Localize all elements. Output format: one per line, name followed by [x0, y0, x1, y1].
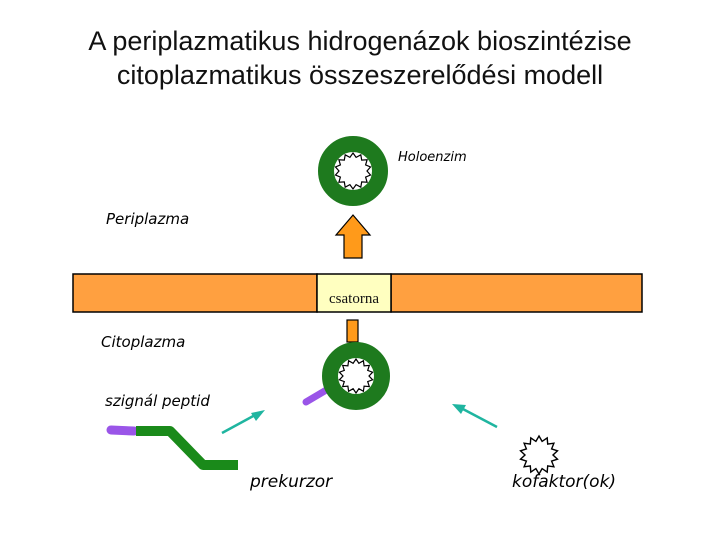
precursor-label: prekurzor [250, 472, 333, 492]
membrane-right [390, 273, 643, 313]
cytoplasm-cofactor-star [338, 357, 374, 395]
holoenzyme-cofactor-star [334, 151, 372, 191]
cofactor-arrow [452, 404, 498, 429]
channel-stub [346, 319, 359, 343]
holoenzyme-label: Holoenzim [398, 150, 467, 165]
free-cofactor-star [519, 434, 559, 476]
title-line-2: citoplazmatikus összeszerelődési modell [116, 60, 604, 90]
cofactor-label: kofaktor(ok) [512, 472, 617, 492]
signal-peptide-label: szignál peptid [105, 392, 210, 410]
cytoplasm-ring [322, 342, 390, 410]
precursor-arrow [221, 410, 265, 435]
precursor-signal-peptide [106, 425, 139, 436]
periplasm-label: Periplazma [106, 210, 190, 228]
membrane-left [72, 273, 318, 313]
ring-signal-peptide [302, 385, 332, 406]
export-arrow [334, 214, 372, 259]
precursor-chain [136, 426, 238, 470]
holoenzyme-ring [318, 136, 388, 206]
diagram-title: A periplazmatikus hidrogenázok bioszinté… [0, 24, 720, 92]
channel-label: csatorna [329, 291, 379, 307]
title-line-1: A periplazmatikus hidrogenázok bioszinté… [88, 26, 632, 56]
cytoplasm-label: Citoplazma [101, 333, 186, 351]
channel-box [316, 273, 392, 313]
